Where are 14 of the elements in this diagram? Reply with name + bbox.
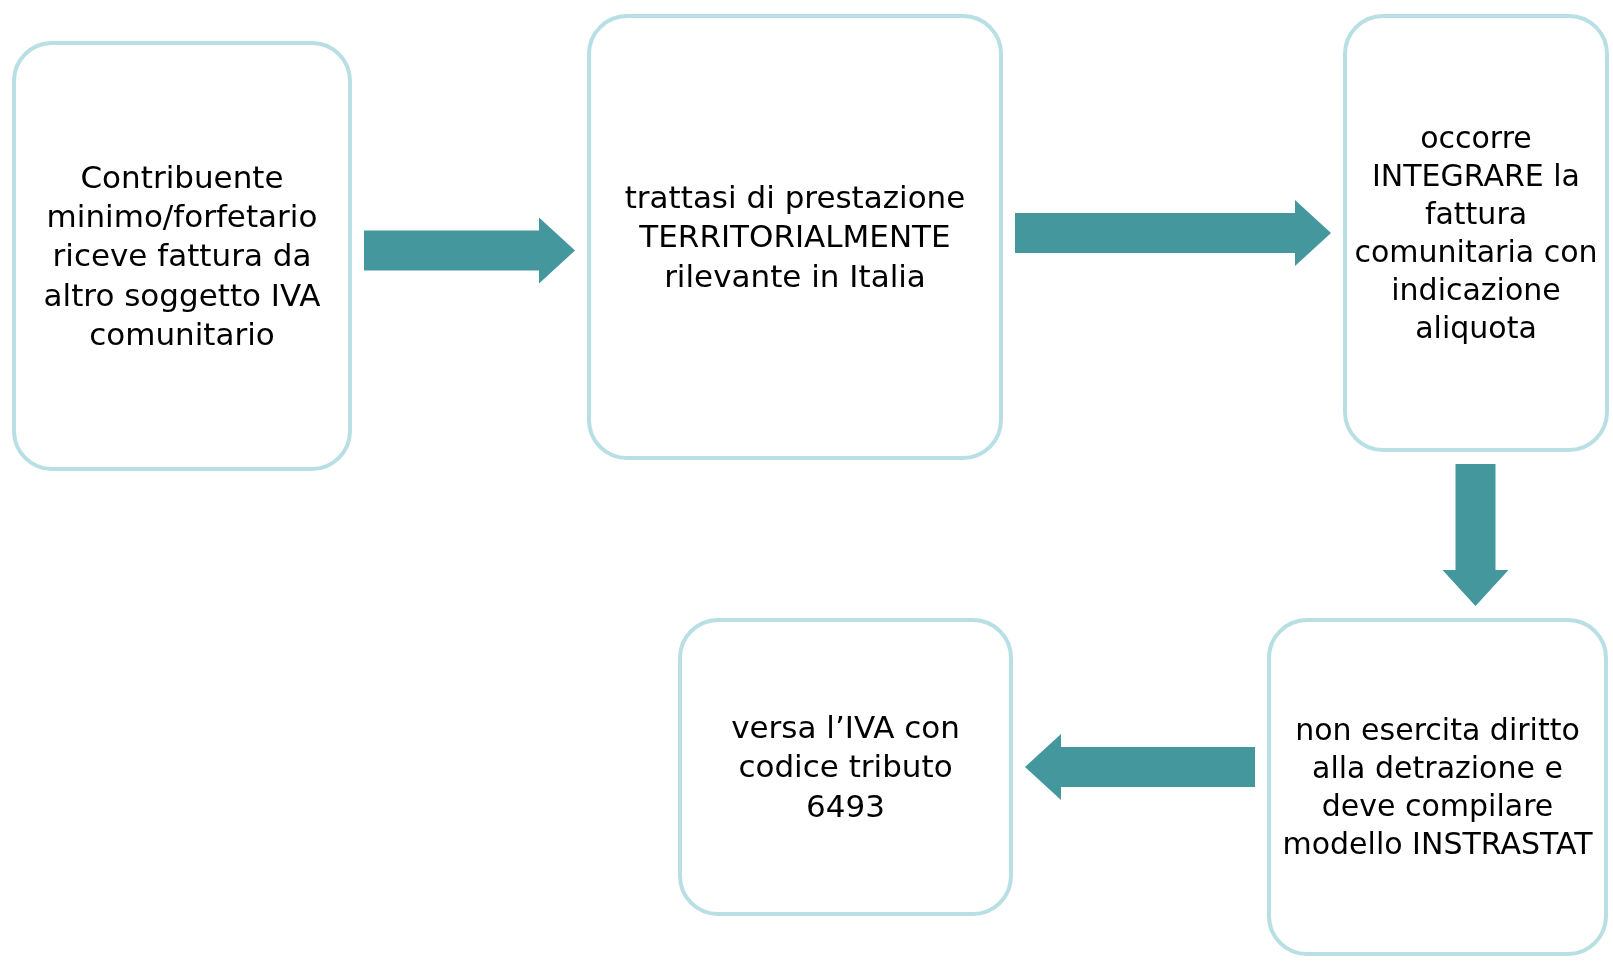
block-arrow: [364, 217, 575, 284]
process-box: [1343, 14, 1609, 452]
box-text: Contribuente minimo/forfetario riceve fattura da altro soggetto IVA comunitario: [42, 157, 322, 355]
block-arrow: [1015, 200, 1331, 266]
process-box: [587, 14, 1003, 460]
box-text: non esercita diritto alla detrazione e deve compilare modello INSTRASTAT: [1281, 710, 1594, 864]
block-arrow: [1025, 734, 1255, 800]
process-box: [12, 41, 352, 471]
box-text: occorre INTEGRARE la fattura comunitaria con indicazione aliquota: [1353, 118, 1599, 348]
box-text: trattasi di prestazione TERRITORIALMENTE rilevante in Italia: [623, 177, 967, 296]
box-text: versa l’IVA con codice tributo 6493: [730, 707, 961, 826]
block-arrow: [1442, 464, 1509, 606]
process-box: [678, 618, 1013, 916]
process-box: [1267, 618, 1608, 956]
